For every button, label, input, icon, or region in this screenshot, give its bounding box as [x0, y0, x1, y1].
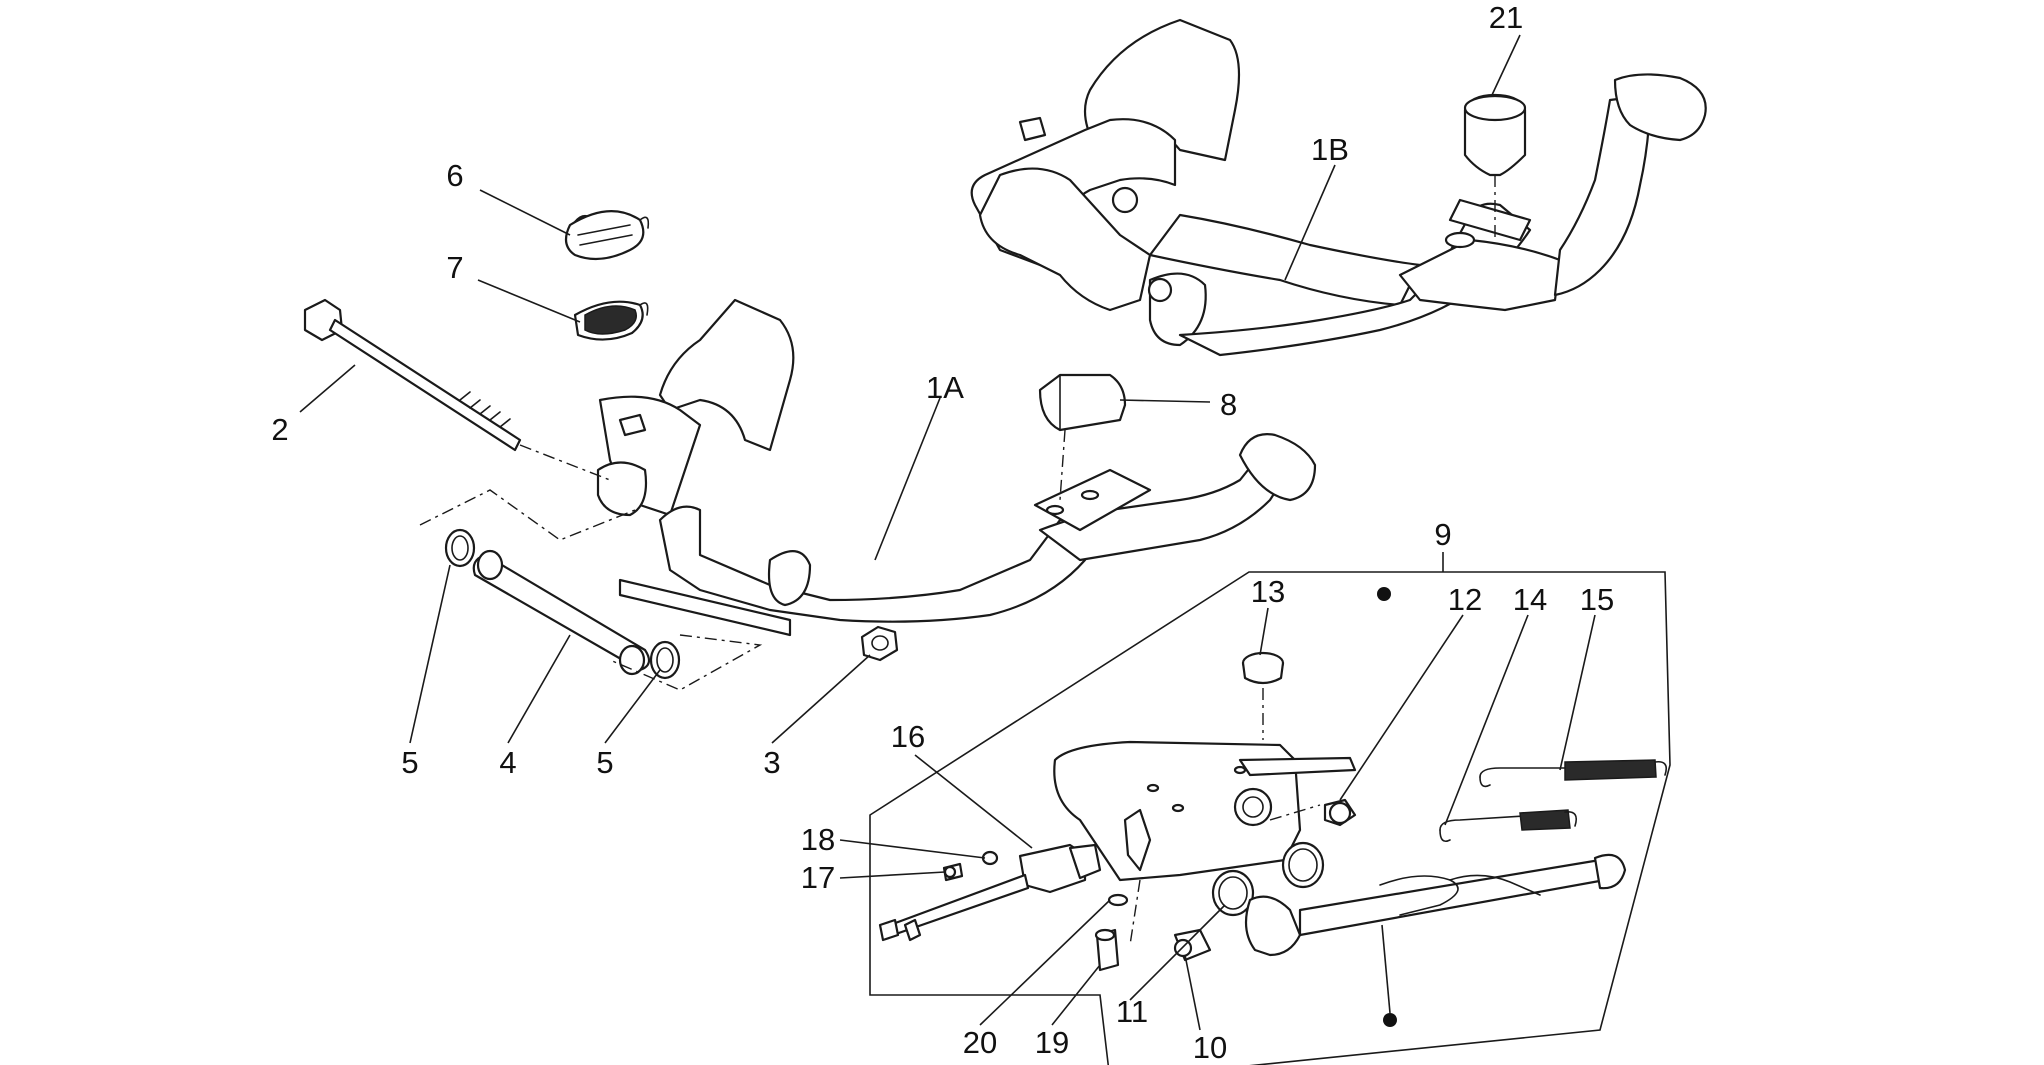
spring-15: [1479, 759, 1668, 788]
callout-11: 11: [1116, 994, 1148, 1029]
spring-14: [1439, 809, 1578, 843]
spring-6: [564, 210, 650, 261]
callout-5-right: 5: [596, 745, 613, 780]
callout-13: 13: [1251, 574, 1285, 609]
callout-9: 9: [1434, 517, 1451, 552]
center-stand-1a: [596, 298, 1317, 637]
pin-axis-lines: [419, 489, 763, 691]
marker-dot-top: [1377, 587, 1391, 601]
side-stand-leg: [1244, 853, 1627, 957]
bolt-19: [1094, 928, 1120, 972]
washer-20: [1107, 893, 1129, 907]
callout-10: 10: [1193, 1030, 1227, 1065]
screw-17: [942, 862, 964, 882]
washer-5-left: [444, 528, 476, 568]
callout-19: 19: [1035, 1025, 1069, 1060]
callout-6: 6: [446, 158, 463, 193]
leader-lines: [299, 34, 1596, 1031]
callout-2: 2: [271, 412, 288, 447]
callout-16: 16: [891, 719, 925, 754]
callout-5-left: 5: [401, 745, 418, 780]
buffer-21: [1463, 93, 1527, 240]
callout-20: 20: [963, 1025, 997, 1060]
callout-7: 7: [446, 250, 463, 285]
sensor-10: [1173, 928, 1212, 962]
washer-18: [981, 850, 999, 866]
center-stand-1b: [970, 18, 1707, 357]
bracket-9: [1053, 740, 1357, 882]
switch-16: [878, 843, 1102, 942]
o-rings-11: [1211, 841, 1325, 917]
cap-13: [1241, 651, 1285, 740]
pin-12: [1323, 798, 1357, 827]
washer-5-right: [649, 640, 681, 680]
pin-4: [472, 549, 651, 676]
callout-12: 12: [1448, 582, 1482, 617]
callout-4: 4: [499, 745, 516, 780]
callout-1b: 1B: [1311, 132, 1349, 167]
group-9-frame: [869, 571, 1671, 1065]
bolt-2: [303, 298, 611, 481]
callout-18: 18: [801, 822, 835, 857]
axis-9-a: [1129, 879, 1141, 946]
callout-1a: 1A: [926, 370, 964, 405]
callout-15: 15: [1580, 582, 1614, 617]
pad-8: [1038, 373, 1127, 501]
callout-8: 8: [1220, 387, 1237, 422]
callout-3: 3: [763, 745, 780, 780]
axis-9-b: [1269, 804, 1321, 821]
spring-7: [573, 300, 649, 341]
marker-dot-bottom: [1383, 1013, 1397, 1027]
callout-21: 21: [1489, 0, 1523, 35]
callout-17: 17: [801, 860, 835, 895]
callout-14: 14: [1513, 582, 1547, 617]
nut-3: [860, 625, 899, 662]
